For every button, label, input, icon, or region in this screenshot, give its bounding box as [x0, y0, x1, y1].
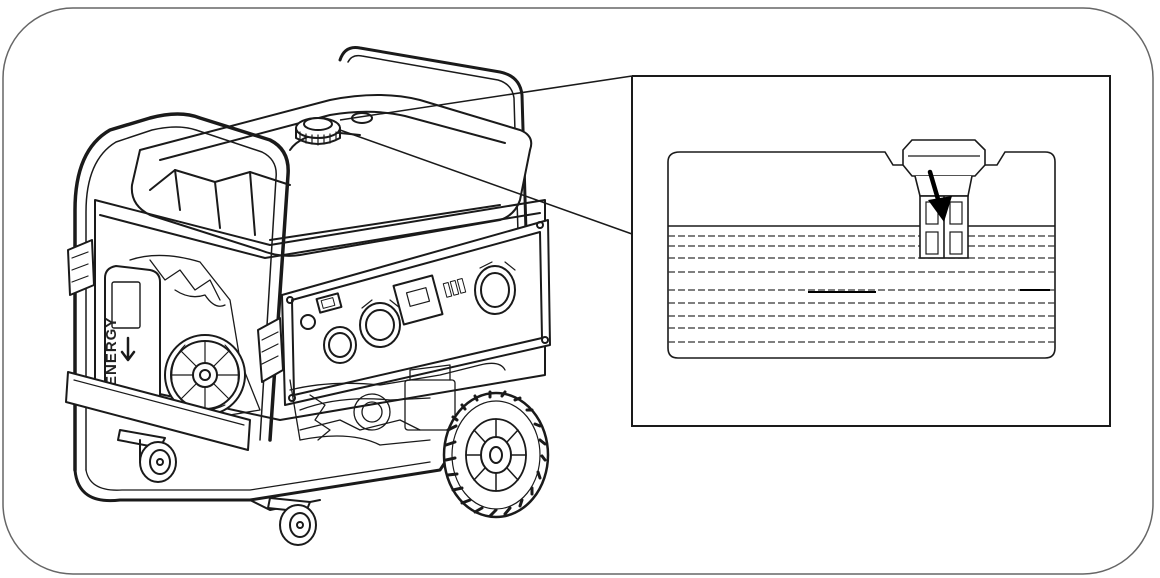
generator-illustration: ENERGY	[65, 46, 551, 546]
front-frame-tube	[73, 112, 290, 472]
callout-leader-lines	[339, 75, 633, 235]
fuel-level-lines	[668, 235, 1055, 343]
front-bar	[65, 371, 251, 451]
tank-cross-section	[667, 139, 1056, 359]
control-panel	[281, 219, 551, 406]
brand-label: ENERGY	[103, 317, 120, 386]
caster-wheel-rear	[267, 497, 317, 546]
caster-wheel-front	[117, 429, 177, 483]
cooling-fan	[164, 334, 246, 416]
fuel-strainer	[902, 139, 986, 259]
large-wheel	[442, 390, 550, 519]
down-arrow-icon	[927, 169, 952, 222]
engine-block	[129, 254, 506, 446]
callout-box	[631, 75, 1111, 427]
bottom-frame	[73, 438, 462, 503]
fuel-cap	[295, 117, 341, 146]
outer-frame	[2, 7, 1154, 575]
